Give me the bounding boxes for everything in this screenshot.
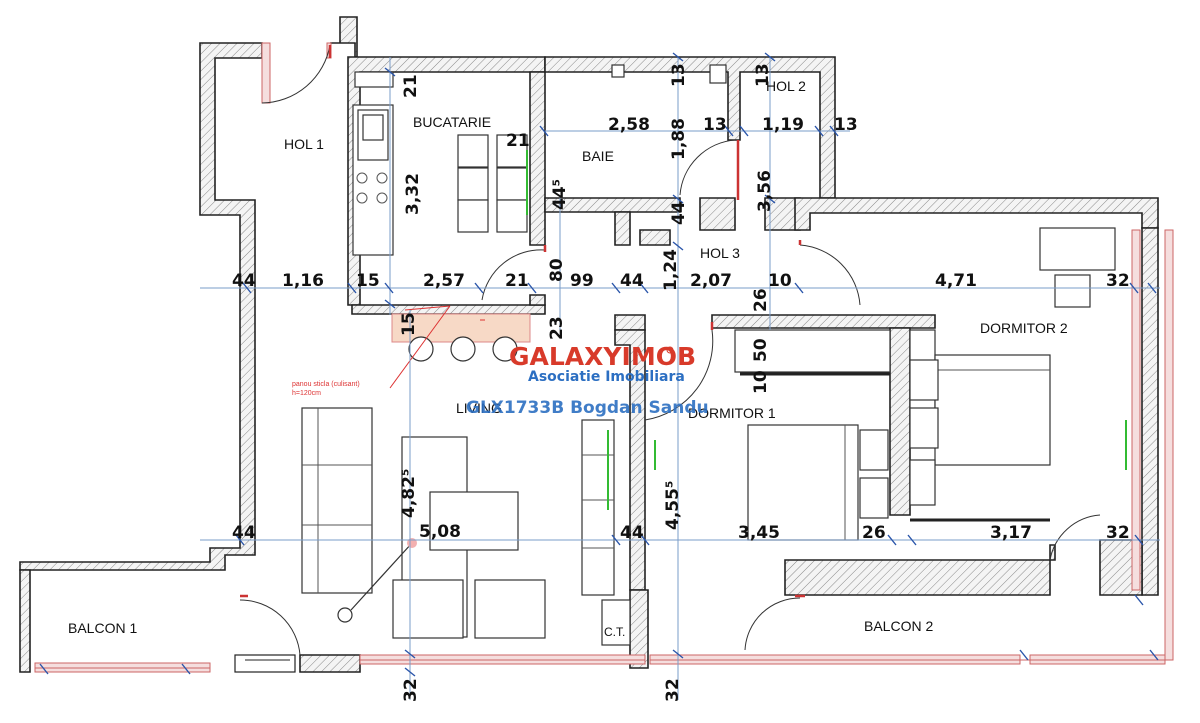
dim-text: 10	[751, 370, 771, 394]
kitchen-furniture	[352, 71, 531, 362]
room-label-bucatarie: BUCATARIE	[413, 114, 491, 130]
glass-panel-note: panou sticla (culisant) h=120cm	[292, 381, 360, 397]
dim-text: 1,16	[282, 271, 324, 291]
dim-text: 3,17	[990, 523, 1032, 543]
dim-text: 44	[232, 271, 256, 291]
dim-text: 21	[401, 74, 421, 98]
dim-text: 3,56	[755, 170, 775, 212]
dim-text: 15	[356, 271, 380, 291]
dimension-lines	[39, 52, 1160, 700]
dim-text: 13	[669, 63, 689, 87]
dim-text: 44⁵	[550, 179, 570, 210]
dim-text: 1,88	[669, 118, 689, 160]
windows	[34, 42, 1174, 673]
dim-text: 3,45	[738, 523, 780, 543]
dim-text: 32	[663, 678, 683, 702]
dim-text: 5,08	[419, 522, 461, 542]
room-label-dormitor2: DORMITOR 2	[980, 320, 1068, 336]
dim-text: 4,55⁵	[663, 481, 683, 530]
dim-text: 23	[547, 316, 567, 340]
dim-text: 1,19	[762, 115, 804, 135]
doors	[239, 44, 1101, 656]
registered-icon	[666, 346, 674, 354]
room-label-dormitor1: DORMITOR 1	[688, 405, 776, 421]
dim-text: 44	[232, 523, 256, 543]
dim-text: 2,07	[690, 271, 732, 291]
dim-text: 2,58	[608, 115, 650, 135]
brand-name: GALAXYIMOB	[509, 342, 696, 371]
dimension-texts: 21 21 3,32 2,58 13 13 13 1,19 13 1,88 3,…	[232, 63, 1130, 702]
dim-text: 26	[862, 523, 886, 543]
listing-reference: GLX1733B Bogdan Sandu	[466, 398, 709, 418]
dim-text: 50	[751, 338, 771, 362]
dim-text: 13	[753, 63, 773, 87]
watermark: GALAXYIMOB Asociatie Imobiliara GLX1733B…	[466, 342, 709, 418]
dim-text: 15	[399, 312, 419, 336]
dim-text: 44	[669, 201, 689, 225]
dim-text: 2,57	[423, 271, 465, 291]
dim-text: 32	[1106, 271, 1130, 291]
dim-text: 13	[834, 115, 858, 135]
dim-text: 26	[751, 288, 771, 312]
note-line-1: panou sticla (culisant)	[292, 381, 360, 388]
dim-text: 1,24	[661, 249, 681, 291]
room-label-hol3: HOL 3	[700, 245, 740, 261]
watermark-logo: GALAXYIMOB	[509, 342, 696, 371]
dim-text: 3,32	[403, 173, 423, 215]
room-label-balcon1: BALCON 1	[68, 620, 137, 636]
dim-text: 32	[401, 678, 421, 702]
room-labels: HOL 1 BUCATARIE BAIE HOL 2 HOL 3 DORMITO…	[68, 78, 1068, 639]
dim-text: 99	[570, 271, 594, 291]
dim-text: 21	[506, 131, 530, 151]
bedroom-furniture	[611, 64, 1127, 541]
dim-text: 21	[505, 271, 529, 291]
room-label-ct: C.T.	[604, 625, 625, 639]
dim-text: 80	[547, 258, 567, 282]
room-label-baie: BAIE	[582, 148, 614, 164]
brand-subtitle: Asociatie Imobiliara	[528, 369, 685, 385]
dim-text: 32	[1106, 523, 1130, 543]
dim-text: 10	[768, 271, 792, 291]
dim-text: 44	[620, 271, 644, 291]
room-label-living: LIVING	[456, 400, 502, 416]
room-label-hol2: HOL 2	[766, 78, 806, 94]
dim-text: 44	[620, 523, 644, 543]
room-label-balcon2: BALCON 2	[864, 618, 933, 634]
dim-text: 4,71	[935, 271, 977, 291]
dim-text: 13	[703, 115, 727, 135]
note-line-2: h=120cm	[292, 390, 321, 397]
dim-text: 4,82⁵	[399, 469, 419, 518]
room-label-hol1: HOL 1	[284, 136, 324, 152]
